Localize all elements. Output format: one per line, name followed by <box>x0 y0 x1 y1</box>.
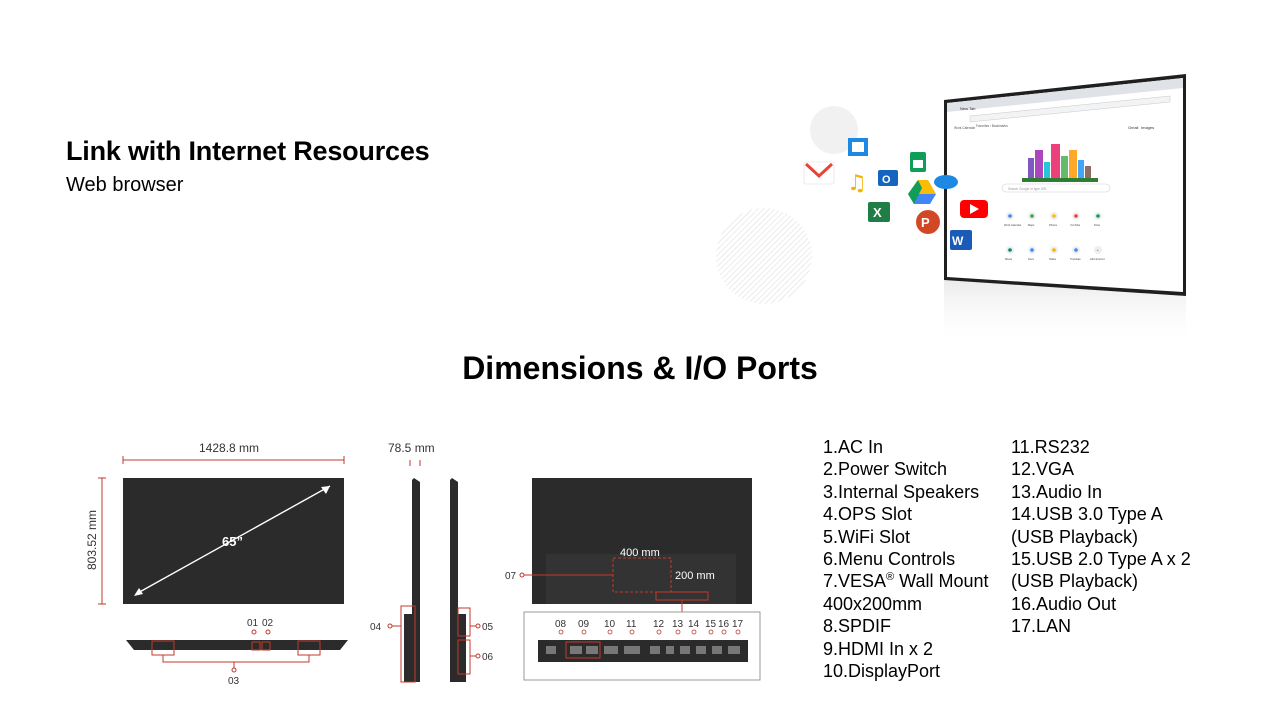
svg-text:O: O <box>882 174 891 186</box>
shortcuts-row: Work Calendar Maps Photos YouTube Drive <box>1004 212 1102 227</box>
port-item: 12.VGA <box>1011 459 1075 480</box>
port-item: 1.AC In <box>823 437 884 457</box>
svg-text:W: W <box>952 234 964 248</box>
youtube-icon <box>960 200 988 218</box>
callout-16: 16 <box>718 619 730 630</box>
browser-illustration: New Tab Work Calendar Favorites / Bookma… <box>708 66 1186 346</box>
port-item: 2.Power Switch <box>823 459 948 480</box>
port-item: 9.HDMI In x 2 <box>823 638 934 659</box>
outlook-icon: O <box>878 170 898 186</box>
svg-text:X: X <box>873 205 882 220</box>
excel-icon: X <box>868 202 890 222</box>
gmail-icon <box>803 161 835 185</box>
images-link: Images <box>1141 125 1154 130</box>
port-item: 16.Audio Out <box>1011 593 1117 614</box>
powerpoint-icon: P <box>916 210 940 234</box>
port-item: 5.WiFi Slot <box>823 526 911 547</box>
shortcut-label: Meets <box>1005 257 1013 261</box>
port-item: (USB Playback) <box>1011 526 1139 547</box>
decor-circle <box>810 106 858 154</box>
port-item: (USB Playback) <box>1011 571 1139 592</box>
shortcut-label: Photos <box>1049 223 1058 227</box>
bookmark-item: Work Calendar <box>954 126 976 130</box>
port-item: 14.USB 3.0 Type A <box>1011 504 1163 525</box>
port-list-column-2: 11.RS232 12.VGA 13.Audio In 14.USB 3.0 T… <box>1011 436 1191 638</box>
callout-02: 02 <box>262 618 274 629</box>
port-item: 15.USB 2.0 Type A x 2 <box>1011 549 1191 570</box>
callout-12: 12 <box>653 619 665 630</box>
svg-text:+: + <box>1097 248 1100 253</box>
search-box <box>1001 183 1111 193</box>
decor-circle <box>716 208 812 304</box>
sheets-icon <box>910 152 926 172</box>
tab-title: New Tab <box>960 106 976 111</box>
port-item: 6.Menu Controls <box>823 549 956 570</box>
shortcut-label: Work Calendar <box>1004 223 1021 227</box>
side-profile-left <box>404 478 420 682</box>
section-title-dimensions: Dimensions & I/O Ports <box>462 350 818 386</box>
bottom-edge-view <box>126 640 348 650</box>
callout-13: 13 <box>672 619 684 630</box>
callout-05: 05 <box>482 622 494 633</box>
vesa-height-label: 200 mm <box>675 570 715 582</box>
drive-icon <box>908 180 936 204</box>
search-placeholder: Search Google or type URL <box>1008 187 1047 191</box>
port-item: 8.SPDIF <box>823 616 892 637</box>
callout-09: 09 <box>578 619 590 630</box>
front-view-diagram: 1428.8 mm 803.52 mm 65” 01 02 03 <box>85 441 348 687</box>
width-label: 1428.8 mm <box>199 441 259 455</box>
shortcut-label: Maps <box>1028 223 1035 227</box>
section-title-link: Link with Internet Resources <box>66 136 430 166</box>
port-item-vesa: 7.VESA <box>823 571 887 592</box>
shortcut-label: Slides <box>1049 257 1057 261</box>
bookmark-item: Favorites / Bookmarks <box>976 124 1008 128</box>
port-strip <box>538 640 748 662</box>
callout-01: 01 <box>247 618 259 629</box>
vesa-width-label: 400 mm <box>620 547 660 559</box>
side-profile-right <box>450 478 466 682</box>
callout-07: 07 <box>505 571 517 582</box>
svg-text:P: P <box>921 215 930 230</box>
callout-17: 17 <box>732 619 744 630</box>
port-list-column-1: 1.AC In 2.Power Switch 3.Internal Speake… <box>823 436 989 682</box>
depth-label: 78.5 mm <box>388 441 435 455</box>
browser-window: New Tab Work Calendar Favorites / Bookma… <box>944 74 1186 296</box>
height-label: 803.52 mm <box>85 510 99 570</box>
registered-mark: ® <box>886 571 895 584</box>
svg-text:♫: ♫ <box>847 171 867 196</box>
callout-14: 14 <box>688 619 700 630</box>
shortcut-label: Add shortcut <box>1090 257 1105 261</box>
callout-04: 04 <box>370 622 382 633</box>
callout-03: 03 <box>228 676 240 687</box>
onedrive-icon <box>934 175 958 189</box>
gmail-link: Gmail <box>1128 125 1139 130</box>
doodle-logo <box>1022 144 1098 182</box>
word-icon: W <box>950 230 972 250</box>
section-subtitle-link: Web browser <box>66 174 184 196</box>
port-item: 4.OPS Slot <box>823 504 913 525</box>
port-item: 3.Internal Speakers <box>823 481 980 502</box>
side-view-diagram: 78.5 mm 04 05 06 <box>370 441 494 683</box>
film-icon <box>848 138 868 156</box>
callout-11: 11 <box>626 619 637 630</box>
shortcut-label: Translate <box>1070 257 1081 261</box>
music-icon: ♫ <box>847 171 867 196</box>
shortcut-label: Docs <box>1028 257 1035 261</box>
callout-15: 15 <box>705 619 717 630</box>
port-item: 10.DisplayPort <box>823 661 941 682</box>
callout-10: 10 <box>604 619 616 630</box>
callout-08: 08 <box>555 619 567 630</box>
callout-06: 06 <box>482 652 494 663</box>
port-item: 400x200mm <box>823 593 923 614</box>
rear-view-diagram: 400 mm 200 mm 07 08 09 10 11 12 13 14 15… <box>505 478 761 681</box>
port-item-vesa-suffix: Wall Mount <box>894 571 989 592</box>
shortcuts-row: + Meets Docs Slides Translate Add shortc… <box>1005 246 1105 261</box>
shortcut-label: YouTube <box>1070 223 1081 227</box>
port-item: 7.VESA® Wall Mount <box>823 570 989 592</box>
port-item: 13.Audio In <box>1011 481 1103 502</box>
diagonal-label: 65” <box>222 534 243 549</box>
port-item: 17.LAN <box>1011 616 1072 637</box>
port-item: 11.RS232 <box>1011 437 1090 457</box>
shortcut-label: Drive <box>1094 223 1101 227</box>
